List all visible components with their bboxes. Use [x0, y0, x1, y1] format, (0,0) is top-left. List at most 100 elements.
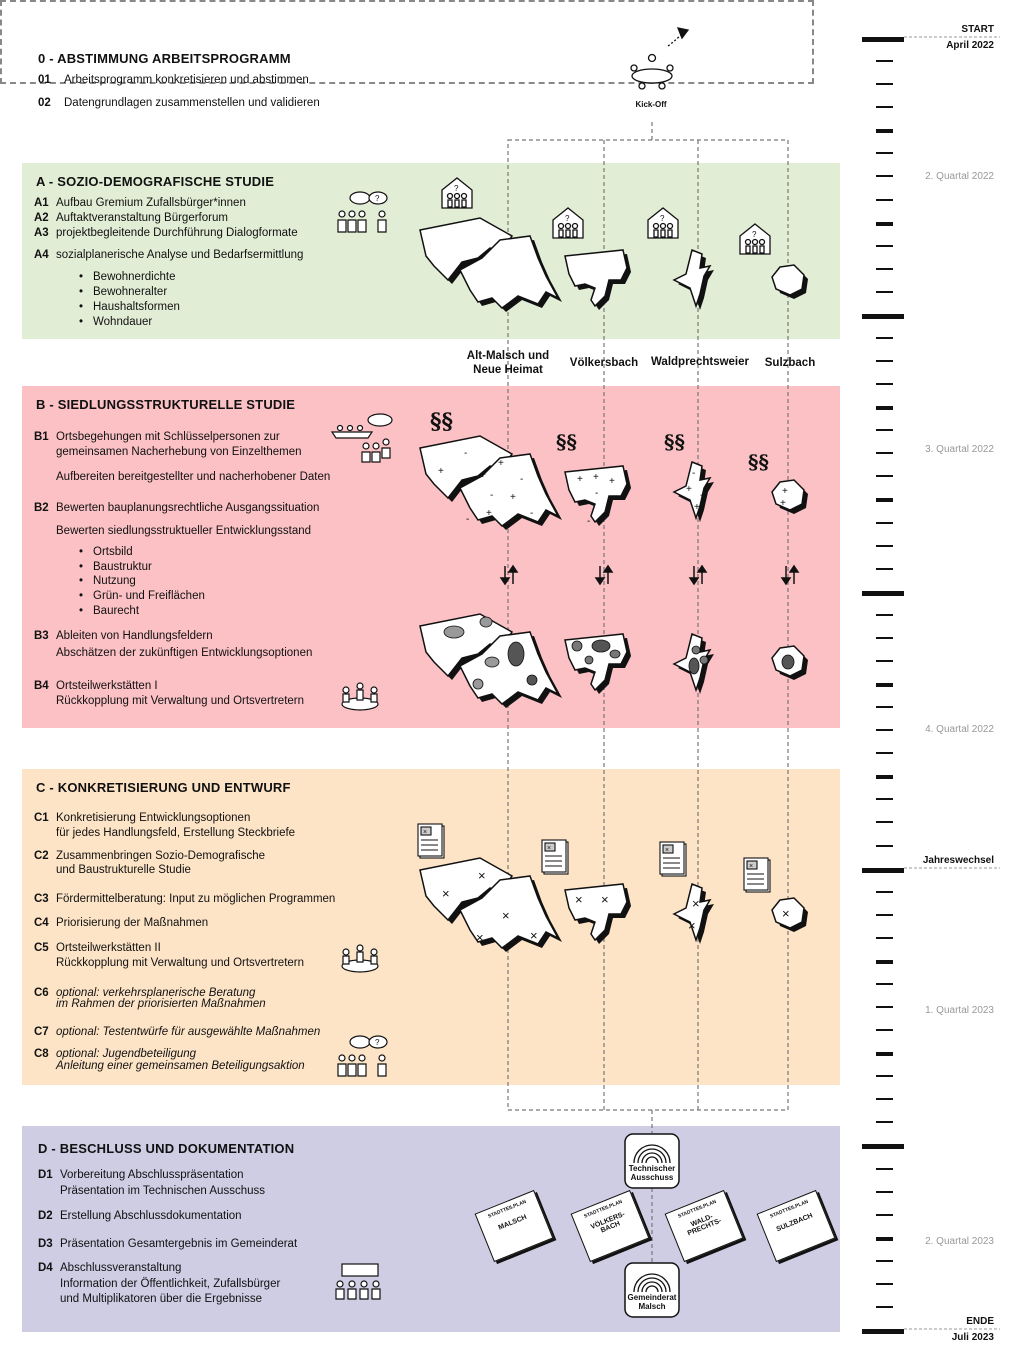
timeline-tick — [876, 706, 893, 708]
svg-text:+: + — [609, 476, 615, 487]
section-0-title: 0 - ABSTIMMUNG ARBEITSPROGRAMM — [38, 51, 291, 66]
timeline-tick — [876, 337, 893, 339]
map-voelkersbach-c: ×× — [564, 883, 632, 945]
timeline-ende: ENDE — [966, 1316, 994, 1327]
paragraph-icon-1: §§ — [430, 409, 454, 435]
bullet-a-4: Wohndauer — [79, 315, 152, 330]
timeline-tick — [876, 199, 893, 201]
svg-text:×: × — [782, 906, 790, 921]
paragraph-icon-2: §§ — [556, 430, 577, 454]
svg-text:+: + — [498, 458, 504, 469]
timeline-tick — [876, 1006, 893, 1008]
timeline-q3-2022: 3. Quartal 2022 — [925, 444, 994, 455]
timeline-tick — [876, 406, 893, 410]
timeline-tick — [876, 106, 893, 108]
bullet-a-1: Bewohnerdichte — [79, 270, 175, 285]
section-0-box — [0, 0, 814, 84]
item-d4-line2: Information der Öffentlichkeit, Zufallsb… — [60, 1278, 281, 1290]
map-sulzbach-b3 — [771, 645, 809, 681]
svg-text:?: ? — [565, 214, 570, 223]
map-voelkersbach-b1: +++-- — [564, 465, 632, 527]
timeline-tick — [862, 314, 904, 319]
timeline-tick — [876, 245, 893, 247]
svg-text:×: × — [665, 847, 669, 854]
timeline-tick — [862, 591, 904, 596]
timeline-tick — [876, 1214, 893, 1216]
timeline-q4-2022: 4. Quartal 2022 — [925, 724, 994, 735]
bullet-b-2: Baustruktur — [79, 560, 152, 575]
svg-text:-: - — [464, 448, 467, 459]
house-forum-icon-3: ? — [647, 207, 679, 239]
svg-text:+: + — [593, 472, 599, 483]
timeline-tick — [876, 821, 893, 823]
timeline-tick — [862, 1329, 904, 1334]
item-b1-line3: Aufbereiten bereitgestellter und nacherh… — [56, 471, 331, 483]
timeline-tick — [876, 660, 893, 662]
section-d-title: D - BESCHLUSS UND DOKUMENTATION — [38, 1141, 295, 1156]
house-forum-icon-1: ? — [441, 177, 473, 209]
workshop-table-icon-b4 — [341, 682, 379, 711]
svg-text:×: × — [688, 918, 696, 933]
svg-text:×: × — [423, 829, 427, 836]
svg-text:-: - — [595, 488, 598, 499]
bullet-a-2: Bewohneralter — [79, 285, 167, 300]
timeline-tick — [876, 845, 893, 847]
house-forum-icon-4: ? — [739, 223, 771, 255]
svg-text:×: × — [575, 892, 583, 907]
timeline-tick — [876, 1283, 893, 1285]
item-c2-line2: und Baustrukturelle Studie — [56, 864, 191, 876]
timeline-start: START — [961, 24, 994, 35]
timeline-q1-2023: 1. Quartal 2023 — [925, 1005, 994, 1016]
paragraph-icon-3: §§ — [664, 430, 685, 454]
timeline-q2-2022: 2. Quartal 2022 — [925, 171, 994, 182]
item-b4-line2: Rückkopplung mit Verwaltung und Ortsvert… — [56, 695, 305, 707]
svg-text:?: ? — [375, 1038, 380, 1047]
svg-text:?: ? — [752, 230, 757, 239]
svg-text:×: × — [502, 908, 510, 923]
timeline-tick — [876, 60, 893, 62]
map-alt-malsch-c: ××××× — [419, 857, 563, 953]
bullet-a-3: Haushaltsformen — [79, 300, 180, 315]
profile-sheet-icon-4: × — [743, 857, 771, 893]
timeline-tick — [876, 1260, 893, 1262]
house-forum-icon-2: ? — [552, 207, 584, 239]
timeline-tick — [876, 891, 893, 893]
timeline-tick — [876, 1098, 893, 1100]
svg-text:×: × — [478, 868, 486, 883]
svg-text:-: - — [692, 468, 695, 479]
timeline-tick — [876, 268, 893, 270]
item-b3-line2: Abschätzen der zukünftigen Entwicklungso… — [56, 647, 313, 659]
timeline-tick — [876, 798, 893, 800]
svg-text:+: + — [782, 486, 788, 497]
item-c5-line2: Rückkopplung mit Verwaltung und Ortsvert… — [56, 957, 305, 969]
district-voelkersbach-label: Völkersbach — [569, 357, 639, 369]
svg-text:×: × — [692, 896, 700, 911]
svg-text:-: - — [520, 474, 523, 485]
timeline-tick — [876, 1191, 893, 1193]
svg-text:?: ? — [660, 214, 665, 223]
svg-text:?: ? — [454, 184, 459, 193]
timeline-end-date: Juli 2023 — [951, 1332, 994, 1343]
timeline-tick — [862, 1144, 904, 1149]
map-voelkersbach-b3 — [564, 633, 632, 695]
timeline-tick — [876, 683, 893, 687]
timeline-tick — [876, 637, 893, 639]
timeline-tick — [876, 360, 893, 362]
bullet-b-3: Nutzung — [79, 574, 136, 589]
